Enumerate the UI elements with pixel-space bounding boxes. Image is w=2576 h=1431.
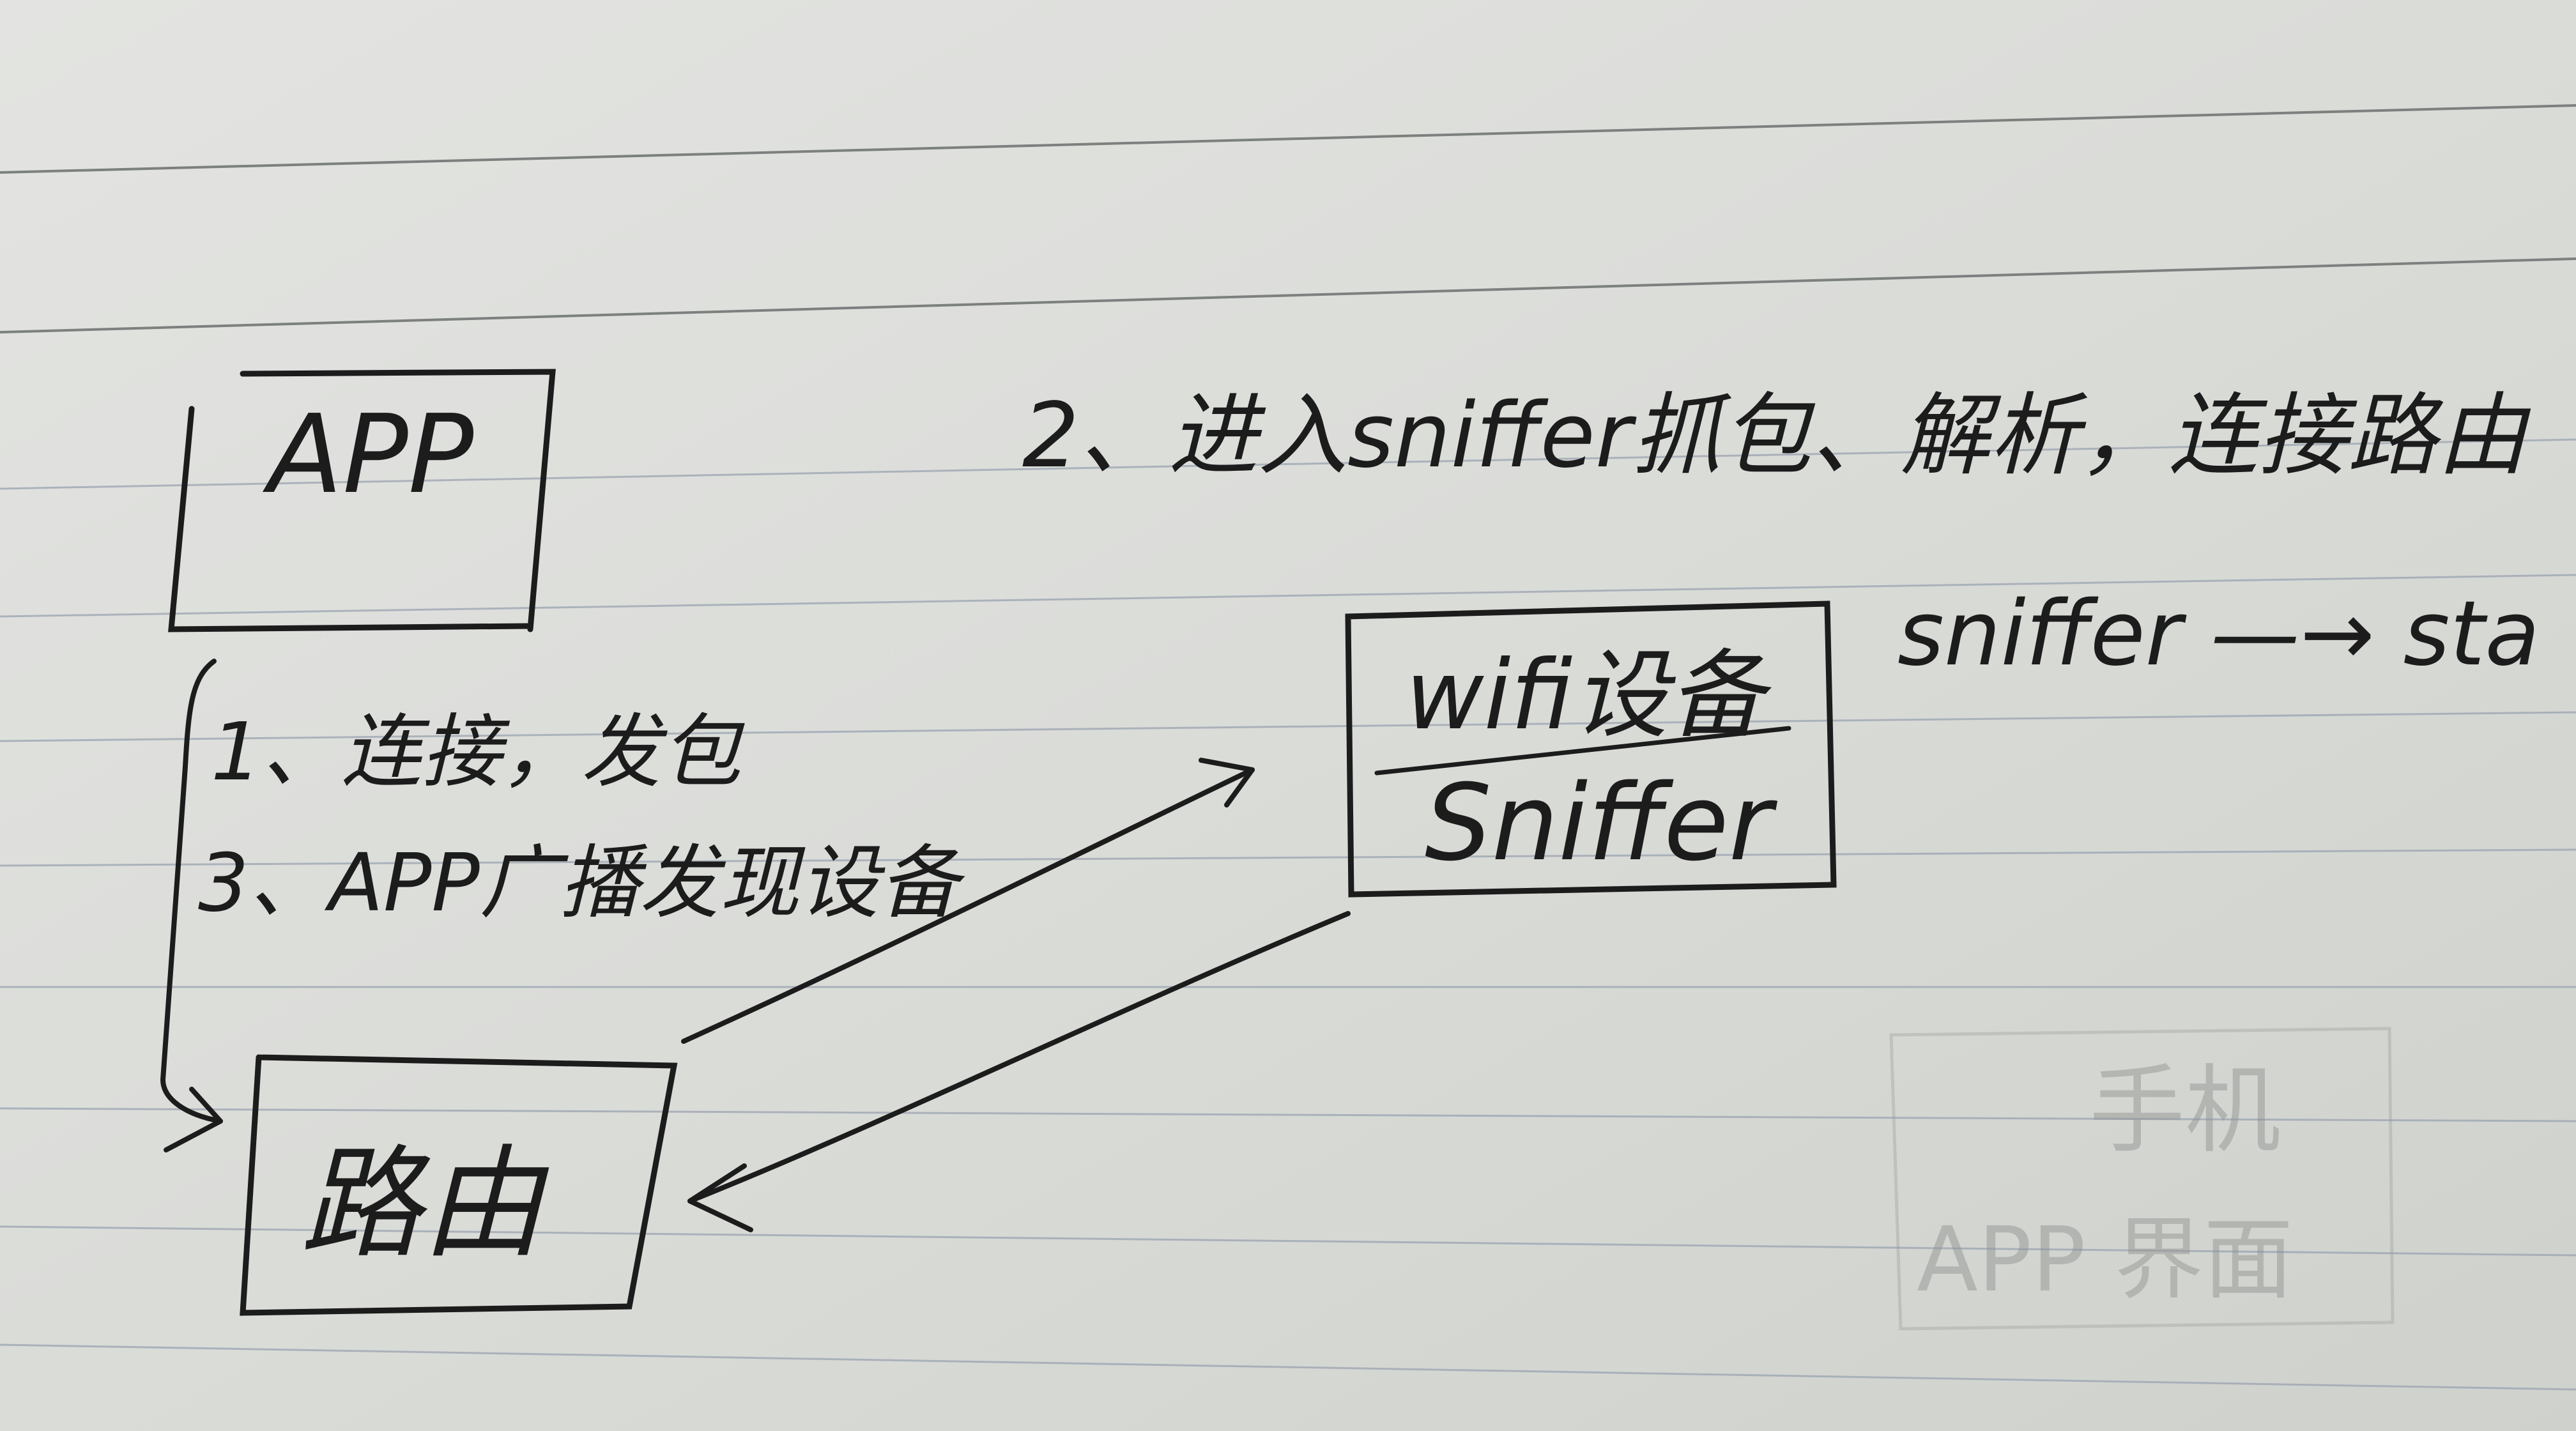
connector-line [160, 659, 223, 1124]
router-node [240, 1054, 678, 1316]
router-box-outline [240, 1054, 678, 1316]
device-router-arrow [687, 911, 1351, 1232]
step2-label: 2、进入sniffer抓包、解析，连接路由 [1022, 384, 2531, 488]
bleed-text-bottom: APP 界面 [1917, 1208, 2293, 1312]
ruled-lines-blue [0, 438, 2576, 1391]
arrow-head [687, 1163, 753, 1232]
bleed-box [1889, 1027, 2395, 1331]
step3-label: 3、APP广播发现设备 [198, 837, 965, 930]
bleed-through: 手机 APP 界面 [1889, 1027, 2395, 1331]
device-box-outline [1345, 601, 1837, 898]
rule-line [0, 1107, 2576, 1122]
connector-line [681, 767, 1255, 1044]
device-title: wifi设备 [1406, 640, 1772, 751]
rule-line [0, 1343, 2576, 1391]
app-label: APP [262, 392, 474, 518]
bleed-text-top: 手机 [2089, 1055, 2281, 1167]
rule-line [0, 711, 2576, 742]
router-label: 路由 [300, 1133, 549, 1274]
rule-line [0, 104, 2576, 174]
app-box-outline [168, 406, 530, 632]
arrow-head [1199, 758, 1255, 807]
arrow-head [164, 1087, 223, 1152]
rule-line [0, 257, 2576, 333]
rule-line [0, 574, 2576, 618]
device-divider [1374, 726, 1791, 776]
rule-line [0, 848, 2576, 867]
app-node [168, 369, 556, 632]
connector-line [687, 911, 1351, 1204]
rule-line [0, 1225, 2576, 1257]
mode-change-label: sniffer —→ sta [1897, 582, 2540, 686]
step1-label: 1、连接，发包 [211, 706, 746, 799]
app-box-outline [240, 369, 556, 632]
device-node [1345, 601, 1837, 898]
ruled-lines [0, 104, 2576, 333]
app-router-arrow [160, 659, 223, 1152]
rule-line [0, 438, 2576, 490]
router-device-arrow [681, 758, 1255, 1044]
device-mode: Sniffer [1425, 761, 1778, 884]
